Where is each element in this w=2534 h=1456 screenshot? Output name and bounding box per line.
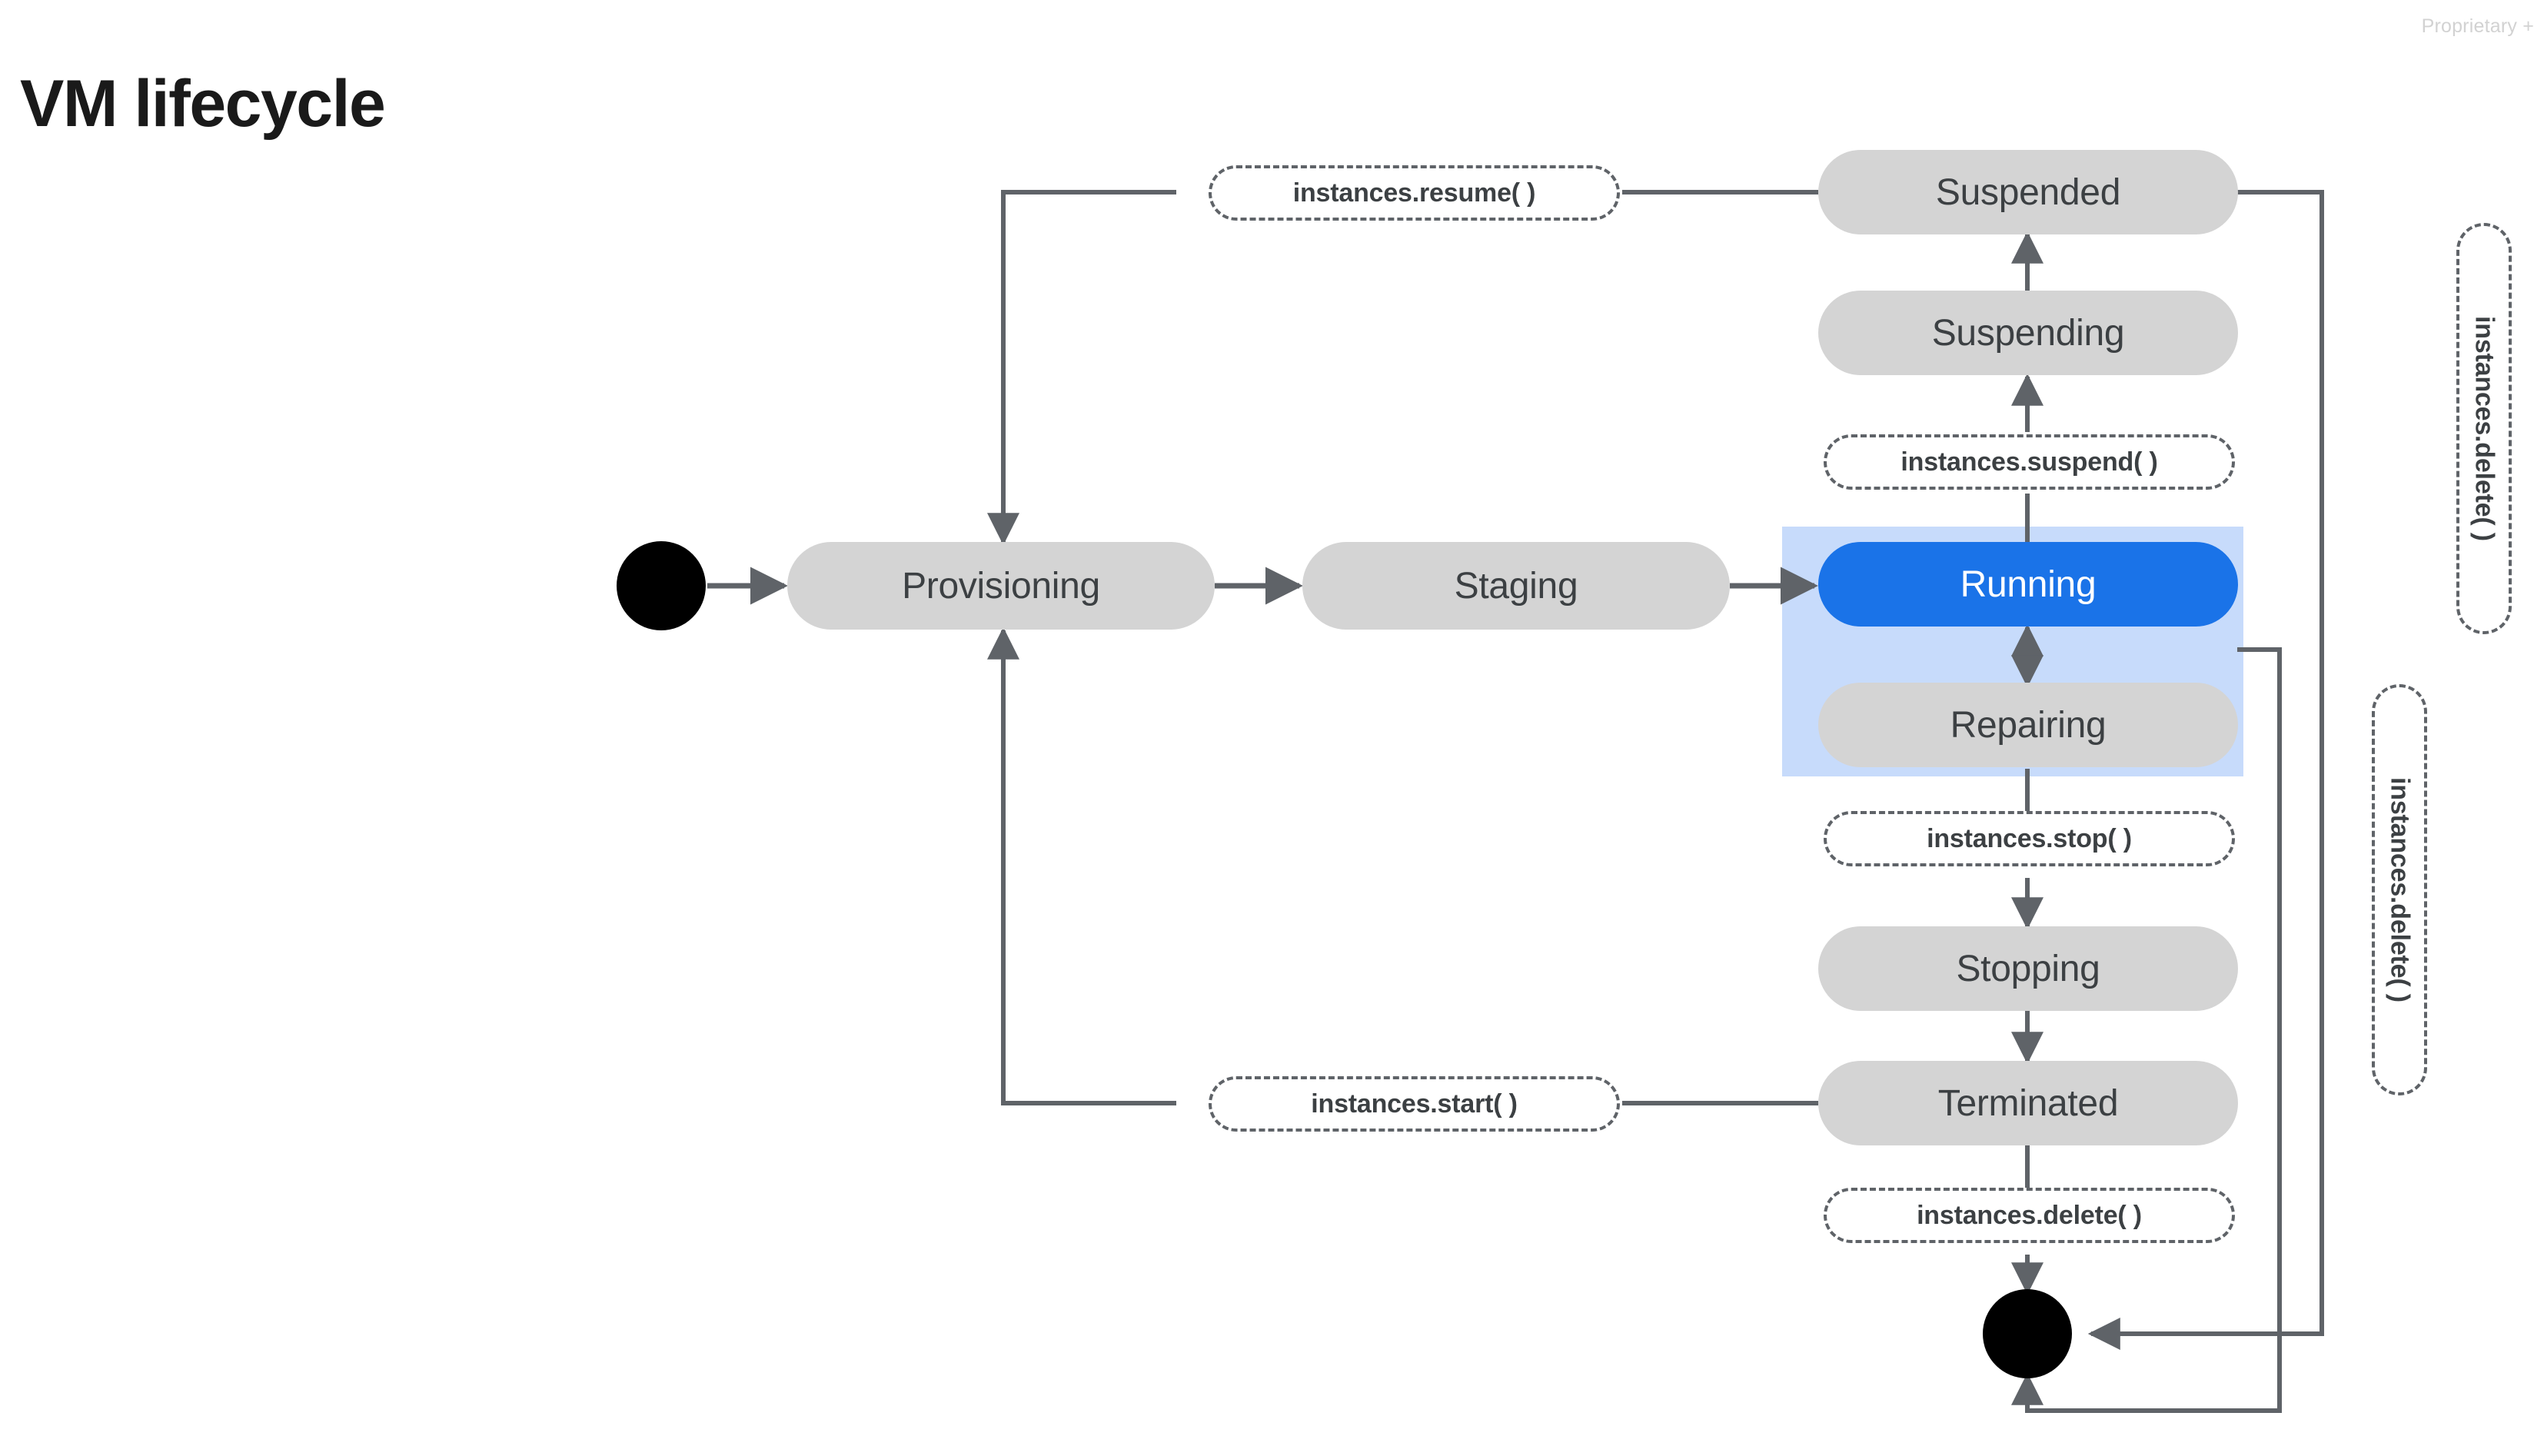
transition-label-text: instances.delete( ) [1917, 1200, 2142, 1230]
transition-label-text: instances.stop( ) [1927, 823, 2132, 853]
page-title: VM lifecycle [20, 67, 386, 141]
state-repairing[interactable]: Repairing [1818, 683, 2238, 767]
transition-label-text: instances.delete( ) [2385, 777, 2415, 1002]
state-label: Running [1960, 563, 2097, 605]
start-node [617, 541, 706, 630]
state-label: Stopping [1956, 948, 2100, 989]
transition-label-start[interactable]: instances.start( ) [1209, 1076, 1620, 1132]
transition-label-stop[interactable]: instances.stop( ) [1824, 811, 2235, 866]
state-label: Staging [1454, 565, 1578, 607]
transition-label-delete-right-lower[interactable]: instances.delete( ) [2372, 684, 2427, 1095]
state-label: Repairing [1950, 704, 2107, 746]
state-label: Terminated [1937, 1082, 2119, 1124]
confidentiality-notice: Proprietary + [2421, 15, 2534, 37]
state-suspending[interactable]: Suspending [1818, 291, 2238, 375]
transition-label-delete-right-upper[interactable]: instances.delete( ) [2456, 223, 2512, 634]
edge-start-label-to-provisioning [987, 627, 1176, 1105]
transition-label-delete-bottom[interactable]: instances.delete( ) [1824, 1188, 2235, 1243]
state-label: Provisioning [902, 565, 1100, 607]
state-stopping[interactable]: Stopping [1818, 926, 2238, 1011]
end-node [1983, 1289, 2072, 1378]
transition-label-text: instances.suspend( ) [1900, 447, 2158, 477]
state-running[interactable]: Running [1818, 542, 2238, 627]
transition-label-text: instances.resume( ) [1292, 178, 1536, 208]
state-label: Suspending [1931, 312, 2125, 354]
transition-label-suspend[interactable]: instances.suspend( ) [1824, 434, 2235, 490]
state-staging[interactable]: Staging [1302, 542, 1730, 630]
state-provisioning[interactable]: Provisioning [787, 542, 1215, 630]
transition-label-text: instances.start( ) [1311, 1089, 1518, 1119]
state-suspended[interactable]: Suspended [1818, 150, 2238, 234]
state-label: Suspended [1935, 171, 2121, 213]
edge-resume-label-to-provisioning [987, 190, 1176, 546]
transition-label-resume[interactable]: instances.resume( ) [1209, 165, 1620, 221]
state-terminated[interactable]: Terminated [1818, 1061, 2238, 1145]
transition-label-text: instances.delete( ) [2469, 316, 2499, 541]
